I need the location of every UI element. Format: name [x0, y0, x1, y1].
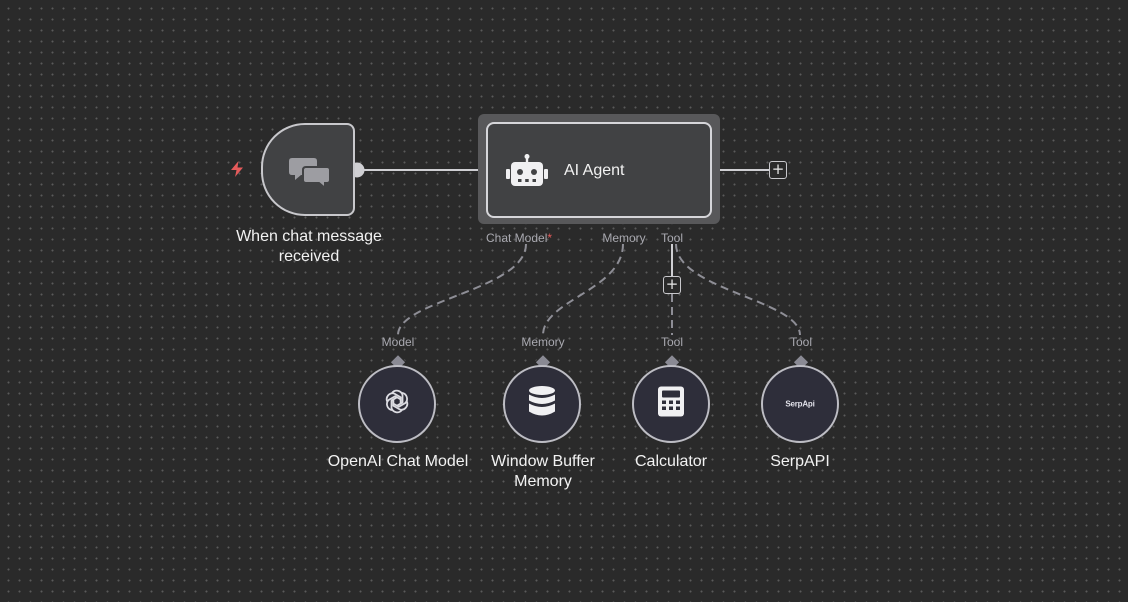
window-buffer-memory-label: Window Buffer Memory	[491, 453, 595, 490]
add-node-after-agent-button[interactable]: +	[769, 161, 787, 179]
add-tool-button[interactable]: +	[663, 276, 681, 294]
calculator-label: Calculator	[634, 453, 708, 470]
edge-memory	[542, 243, 624, 336]
edge-chat-model	[397, 243, 527, 336]
edge-serpapi	[675, 243, 801, 336]
calculator-node[interactable]	[632, 365, 710, 443]
window-buffer-memory-node[interactable]	[503, 365, 581, 443]
chat-bubbles-icon	[289, 155, 331, 194]
chat-trigger-node[interactable]	[261, 123, 355, 216]
port-chat-model-text: Chat Model	[486, 231, 548, 245]
serpapi-port-label: Tool	[789, 335, 812, 349]
port-chat-model-label: Chat Model*	[486, 231, 552, 245]
port-memory-label: Memory	[602, 231, 646, 245]
openai-chat-model-node[interactable]	[358, 365, 436, 443]
calculator-port-label: Tool	[660, 335, 683, 349]
openai-logo-icon	[381, 386, 413, 423]
serpapi-logo-icon: SerpApi	[785, 399, 815, 409]
serpapi-label: SerpAPI	[770, 453, 830, 470]
calculator-icon	[658, 386, 684, 422]
chat-trigger-label: When chat message received	[236, 228, 382, 265]
lightning-bolt-icon	[229, 160, 245, 183]
port-tool-label: Tool	[660, 231, 683, 245]
ai-agent-title: AI Agent	[564, 162, 625, 179]
serpapi-node[interactable]: SerpApi	[761, 365, 839, 443]
ai-agent-node[interactable]: AI Agent	[486, 122, 712, 218]
openai-chat-model-label: OpenAI Chat Model	[327, 453, 469, 470]
database-icon	[528, 386, 556, 423]
openai-port-label: Model	[381, 335, 415, 349]
robot-icon	[506, 154, 548, 193]
memory-sub-port-label: Memory	[521, 335, 565, 349]
required-marker: *	[547, 231, 553, 245]
